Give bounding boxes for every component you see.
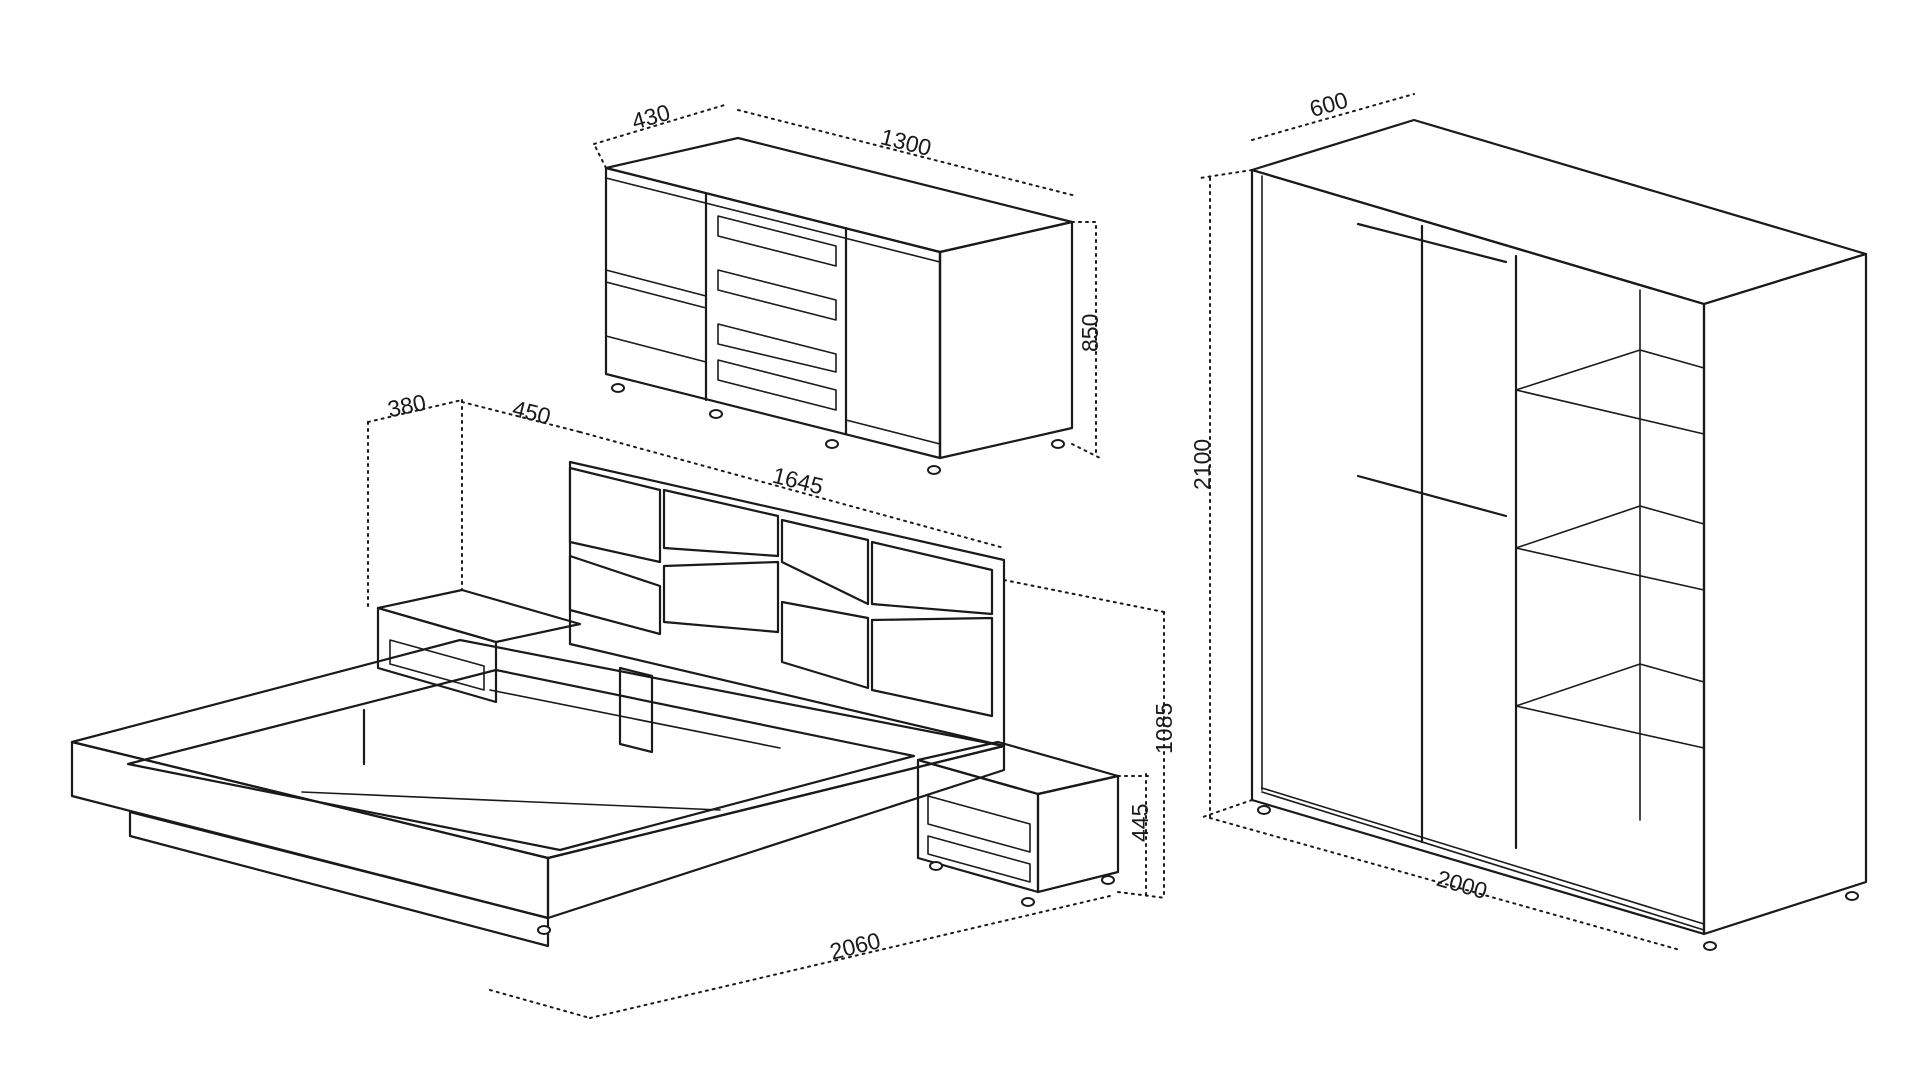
nightstand-left <box>376 588 582 704</box>
dresser <box>604 136 1074 475</box>
nightstand-right <box>916 740 1120 907</box>
dim-label-dresser-depth: 430 <box>629 99 673 135</box>
bed <box>70 460 1006 948</box>
bed-dimension-lines <box>367 399 1167 1019</box>
dim-label-nightstand-depth: 380 <box>385 389 428 422</box>
dim-label-dresser-width: 1300 <box>878 123 934 161</box>
dim-label-bed-height: 1085 <box>1151 703 1177 754</box>
dim-label-wardrobe-depth: 600 <box>1307 87 1351 123</box>
dim-label-nightstand-height: 445 <box>1127 804 1153 842</box>
dim-label-wardrobe-height: 2100 <box>1189 439 1215 490</box>
dim-label-wardrobe-width: 2000 <box>1434 865 1490 904</box>
dresser-dimension-lines <box>593 103 1101 459</box>
wardrobe-dimension-lines <box>1199 93 1681 951</box>
dim-label-bed-length: 2060 <box>827 927 883 965</box>
dim-label-headboard-width: 1645 <box>770 462 826 500</box>
wardrobe <box>1250 118 1868 951</box>
dim-label-nightstand-width: 450 <box>510 395 554 430</box>
dim-label-dresser-height: 850 <box>1077 314 1103 352</box>
